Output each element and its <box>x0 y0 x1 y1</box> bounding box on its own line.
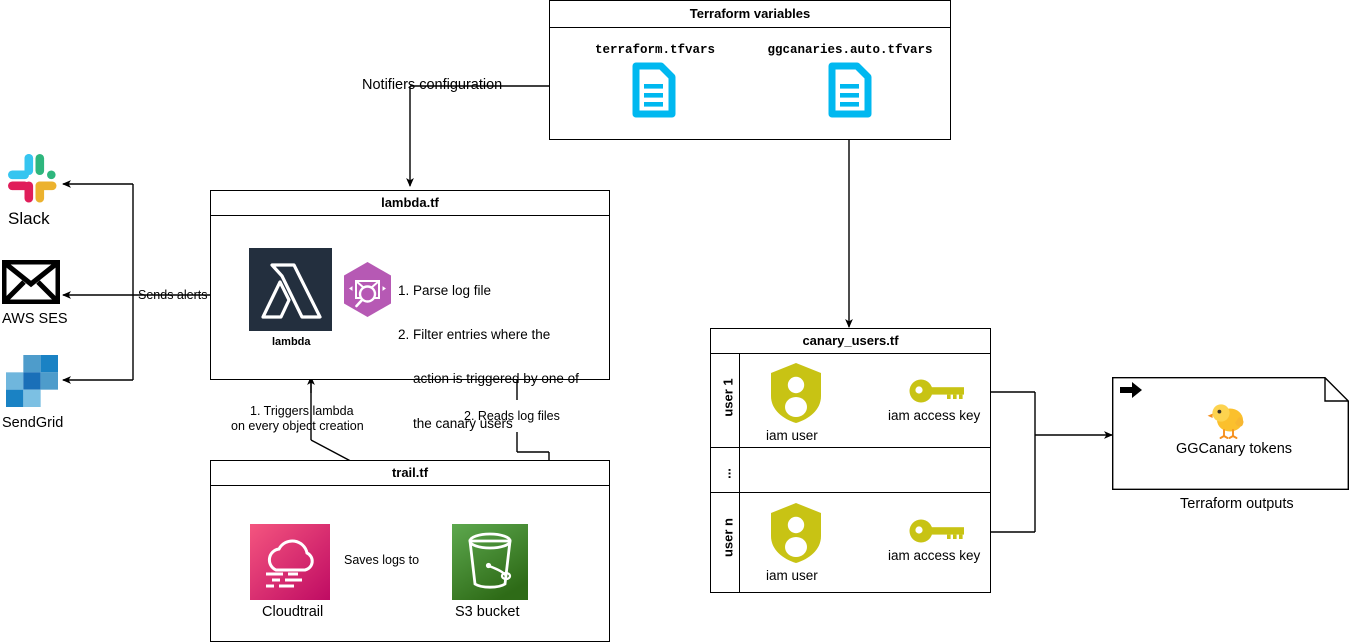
cloudtrail-label: Cloudtrail <box>262 604 324 620</box>
iam-user-label: iam user <box>766 568 818 583</box>
row-label-separator <box>739 353 740 592</box>
lambda-step: 1. Parse log file <box>398 282 492 298</box>
key-icon <box>908 519 964 543</box>
reads-log-files-label: 2. Reads log files <box>464 409 560 423</box>
iam-user-label: iam user <box>766 428 818 443</box>
iam-user-icon <box>769 362 823 424</box>
saves-logs-to-label: Saves logs to <box>344 553 420 567</box>
iam-user-icon <box>769 502 823 564</box>
row-label-user-1: user 1 <box>720 378 736 417</box>
chick-icon <box>1206 402 1250 440</box>
row-label-ellipsis: ... <box>718 468 734 479</box>
terraform-tfvars-label: terraform.tfvars <box>594 43 716 57</box>
trail-tf-title: trail.tf <box>391 465 429 480</box>
s3-bucket-icon <box>452 524 528 600</box>
lambda-step: action is triggered by one of <box>398 371 579 387</box>
iam-access-key-label: iam access key <box>888 548 981 563</box>
aws-lambda-icon <box>249 248 332 331</box>
terraform-variables-header-rule <box>550 27 950 28</box>
triggers-lambda-label-line1: 1. Triggers lambda <box>250 404 354 418</box>
canary-users-tf-title: canary_users.tf <box>802 333 899 348</box>
ggcanaries-auto-tfvars-label: ggcanaries.auto.tfvars <box>767 43 933 57</box>
ggcanary-tokens-label: GGCanary tokens <box>1176 441 1293 457</box>
triggers-lambda-label-line2: on every object creation <box>231 419 364 433</box>
lambda-icon-label: lambda <box>272 336 311 348</box>
terraform-outputs-note <box>1112 377 1349 490</box>
s3-bucket-label: S3 bucket <box>455 604 520 620</box>
notifiers-configuration-label: Notifiers configuration <box>362 77 503 93</box>
lambda-tf-title: lambda.tf <box>381 195 439 210</box>
canary-users-tf-header-rule <box>711 353 990 354</box>
lambda-tf-header-rule <box>211 215 609 216</box>
sendgrid-label: SendGrid <box>2 415 64 431</box>
sendgrid-icon <box>6 355 58 407</box>
cloudtrail-icon <box>250 524 330 600</box>
document-icon <box>631 62 676 118</box>
key-icon <box>908 379 964 403</box>
trail-tf-header-rule <box>211 485 609 486</box>
lambda-step: 2. Filter entries where the <box>398 326 551 342</box>
inspect-hexagon-icon <box>341 261 394 318</box>
lambda-step: the canary users <box>398 415 513 431</box>
sends-alerts-label: Sends alerts <box>138 288 208 302</box>
arrow-right-icon <box>1120 382 1142 398</box>
envelope-icon <box>1 259 61 305</box>
row-label-user-n: user n <box>720 518 736 558</box>
row-separator <box>711 492 990 493</box>
terraform-variables-box: Terraform variables <box>549 0 951 140</box>
document-icon <box>827 62 872 118</box>
iam-access-key-label: iam access key <box>888 408 981 423</box>
aws-ses-label: AWS SES <box>2 311 68 327</box>
row-separator <box>711 447 990 448</box>
slack-label: Slack <box>8 209 50 228</box>
terraform-outputs-caption: Terraform outputs <box>1180 496 1294 512</box>
canary-users-tf-box: canary_users.tf <box>710 328 991 593</box>
terraform-variables-title: Terraform variables <box>689 6 811 21</box>
slack-icon <box>6 152 58 204</box>
